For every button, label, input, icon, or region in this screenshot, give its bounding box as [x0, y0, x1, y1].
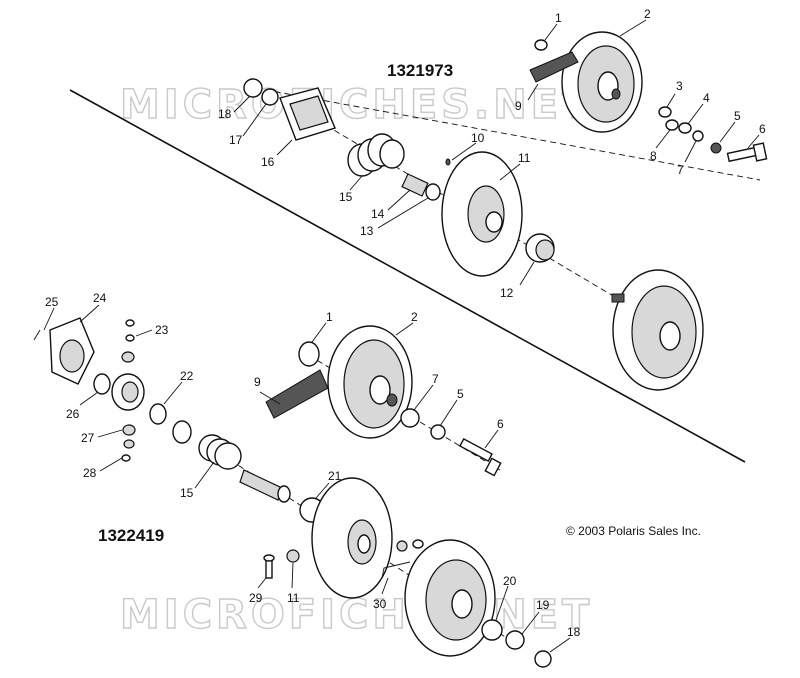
part-ring-18-lower: [534, 650, 552, 668]
watermark-top: MICROFICHES.NET: [120, 82, 593, 128]
callout-upper-16: 16: [261, 155, 275, 169]
callout-lower-9: 9: [254, 375, 261, 389]
part-washer-27: [123, 439, 135, 449]
callout-upper-6: 6: [759, 122, 766, 136]
part-washer-13: [425, 183, 441, 201]
part-ring-19: [505, 630, 525, 650]
callout-lower-1: 1: [326, 310, 333, 324]
callout-lower-30: 30: [373, 597, 387, 611]
part-clip-23a: [125, 319, 135, 327]
part-ring-26: [93, 373, 111, 395]
callout-lower-11: 11: [287, 591, 300, 605]
callout-lower-21: 21: [328, 469, 342, 483]
callout-lower-2: 2: [411, 310, 418, 324]
part-washer-lower-a: [412, 539, 424, 549]
callout-lower-19: 19: [536, 598, 550, 612]
part-spring-15: [347, 133, 405, 177]
part-drive-sheave-2: [561, 31, 643, 133]
callout-lower-27: 27: [81, 431, 95, 445]
part-moveable-sheave-lower: [311, 477, 393, 599]
part-bolt-6-lower: [459, 438, 502, 477]
callout-upper-2: 2: [644, 7, 651, 21]
callout-upper-5: 5: [734, 109, 741, 123]
part-shaft: [239, 469, 291, 503]
part-washer-3: [658, 106, 672, 118]
part-cover-24: [49, 317, 95, 385]
part-washer-1: [534, 39, 548, 51]
lower-assembly: 25 24 23 26 22 27 28 15 21 9 1 2 7 5 6 2…: [33, 291, 581, 668]
part-ring-18: [243, 78, 263, 98]
callout-upper-17: 17: [229, 133, 243, 147]
part-clip-28: [121, 454, 131, 462]
callout-lower-26: 26: [66, 407, 80, 421]
part-pin-30: [381, 561, 411, 579]
callout-lower-23: 23: [155, 323, 169, 337]
callout-lower-28: 28: [83, 466, 97, 480]
lower-assembly-part-number: 1322419: [98, 526, 164, 545]
callout-lower-5: 5: [457, 387, 464, 401]
part-bearing-housing: [111, 373, 145, 411]
callout-upper-14: 14: [371, 207, 385, 221]
part-snap-ring-22a: [149, 403, 167, 425]
part-washer-1-lower: [298, 341, 320, 367]
callout-upper-10: 10: [471, 131, 485, 145]
callout-lower-15: 15: [180, 486, 194, 500]
callout-upper-8: 8: [650, 149, 657, 163]
part-nut-lower-a: [396, 540, 408, 552]
part-snap-ring-22b: [172, 420, 192, 444]
part-nut-27: [122, 424, 136, 436]
part-bolt-29: [265, 559, 273, 579]
part-bearing-20: [481, 619, 503, 641]
callout-upper-4: 4: [703, 91, 710, 105]
part-washer-5-lower: [430, 424, 446, 440]
part-ring-17: [261, 88, 279, 106]
callout-lower-24: 24: [93, 291, 107, 305]
part-washer-8: [665, 119, 679, 131]
callout-lower-22: 22: [180, 369, 194, 383]
callout-upper-18: 18: [218, 107, 232, 121]
callout-lower-7: 7: [432, 372, 439, 386]
part-bolt-6: [726, 142, 768, 163]
copyright-notice: © 2003 Polaris Sales Inc.: [566, 524, 701, 538]
part-moveable-sheave-11: [441, 151, 523, 277]
upper-assembly: 1 2 3 4 5 6 7 8 9 10 11 12 13 14 15 16 1…: [218, 7, 768, 391]
part-washer-7: [692, 130, 704, 142]
part-spider-16: [279, 87, 336, 141]
part-clip-23b: [125, 334, 135, 342]
part-bearing-12: [525, 233, 555, 263]
part-nut-11: [286, 549, 300, 563]
callout-upper-15: 15: [339, 190, 353, 204]
callout-upper-9: 9: [515, 99, 522, 113]
part-nut-23c: [121, 351, 135, 363]
part-nut-5: [710, 142, 722, 154]
part-drive-sheave-lower: [327, 325, 413, 439]
callout-lower-29: 29: [249, 591, 263, 605]
part-drive-belt-9-lower: [265, 369, 329, 419]
part-washer-4: [678, 122, 692, 134]
callout-upper-3: 3: [676, 79, 683, 93]
part-fixed-sheave: [611, 269, 704, 391]
callout-upper-7: 7: [677, 163, 684, 177]
part-pin-10: [445, 158, 451, 166]
callout-lower-20: 20: [503, 574, 517, 588]
part-washer-7-lower: [400, 408, 420, 428]
part-fixed-sheave-lower: [404, 539, 496, 657]
watermark-bottom: MICROFICHES.NET: [120, 592, 593, 638]
section-divider-line: [69, 89, 746, 463]
part-drive-belt-9: [529, 51, 579, 83]
callout-upper-1: 1: [555, 11, 562, 25]
part-spring-15-lower: [198, 434, 242, 470]
upper-assembly-part-number: 1321973: [387, 61, 453, 80]
callout-upper-11: 11: [518, 151, 531, 165]
callout-upper-12: 12: [500, 286, 514, 300]
callout-lower-6: 6: [497, 417, 504, 431]
callout-upper-13: 13: [360, 224, 374, 238]
callout-lower-18: 18: [567, 625, 581, 639]
part-bushing-14: [401, 173, 429, 197]
callout-lower-25: 25: [45, 295, 59, 309]
